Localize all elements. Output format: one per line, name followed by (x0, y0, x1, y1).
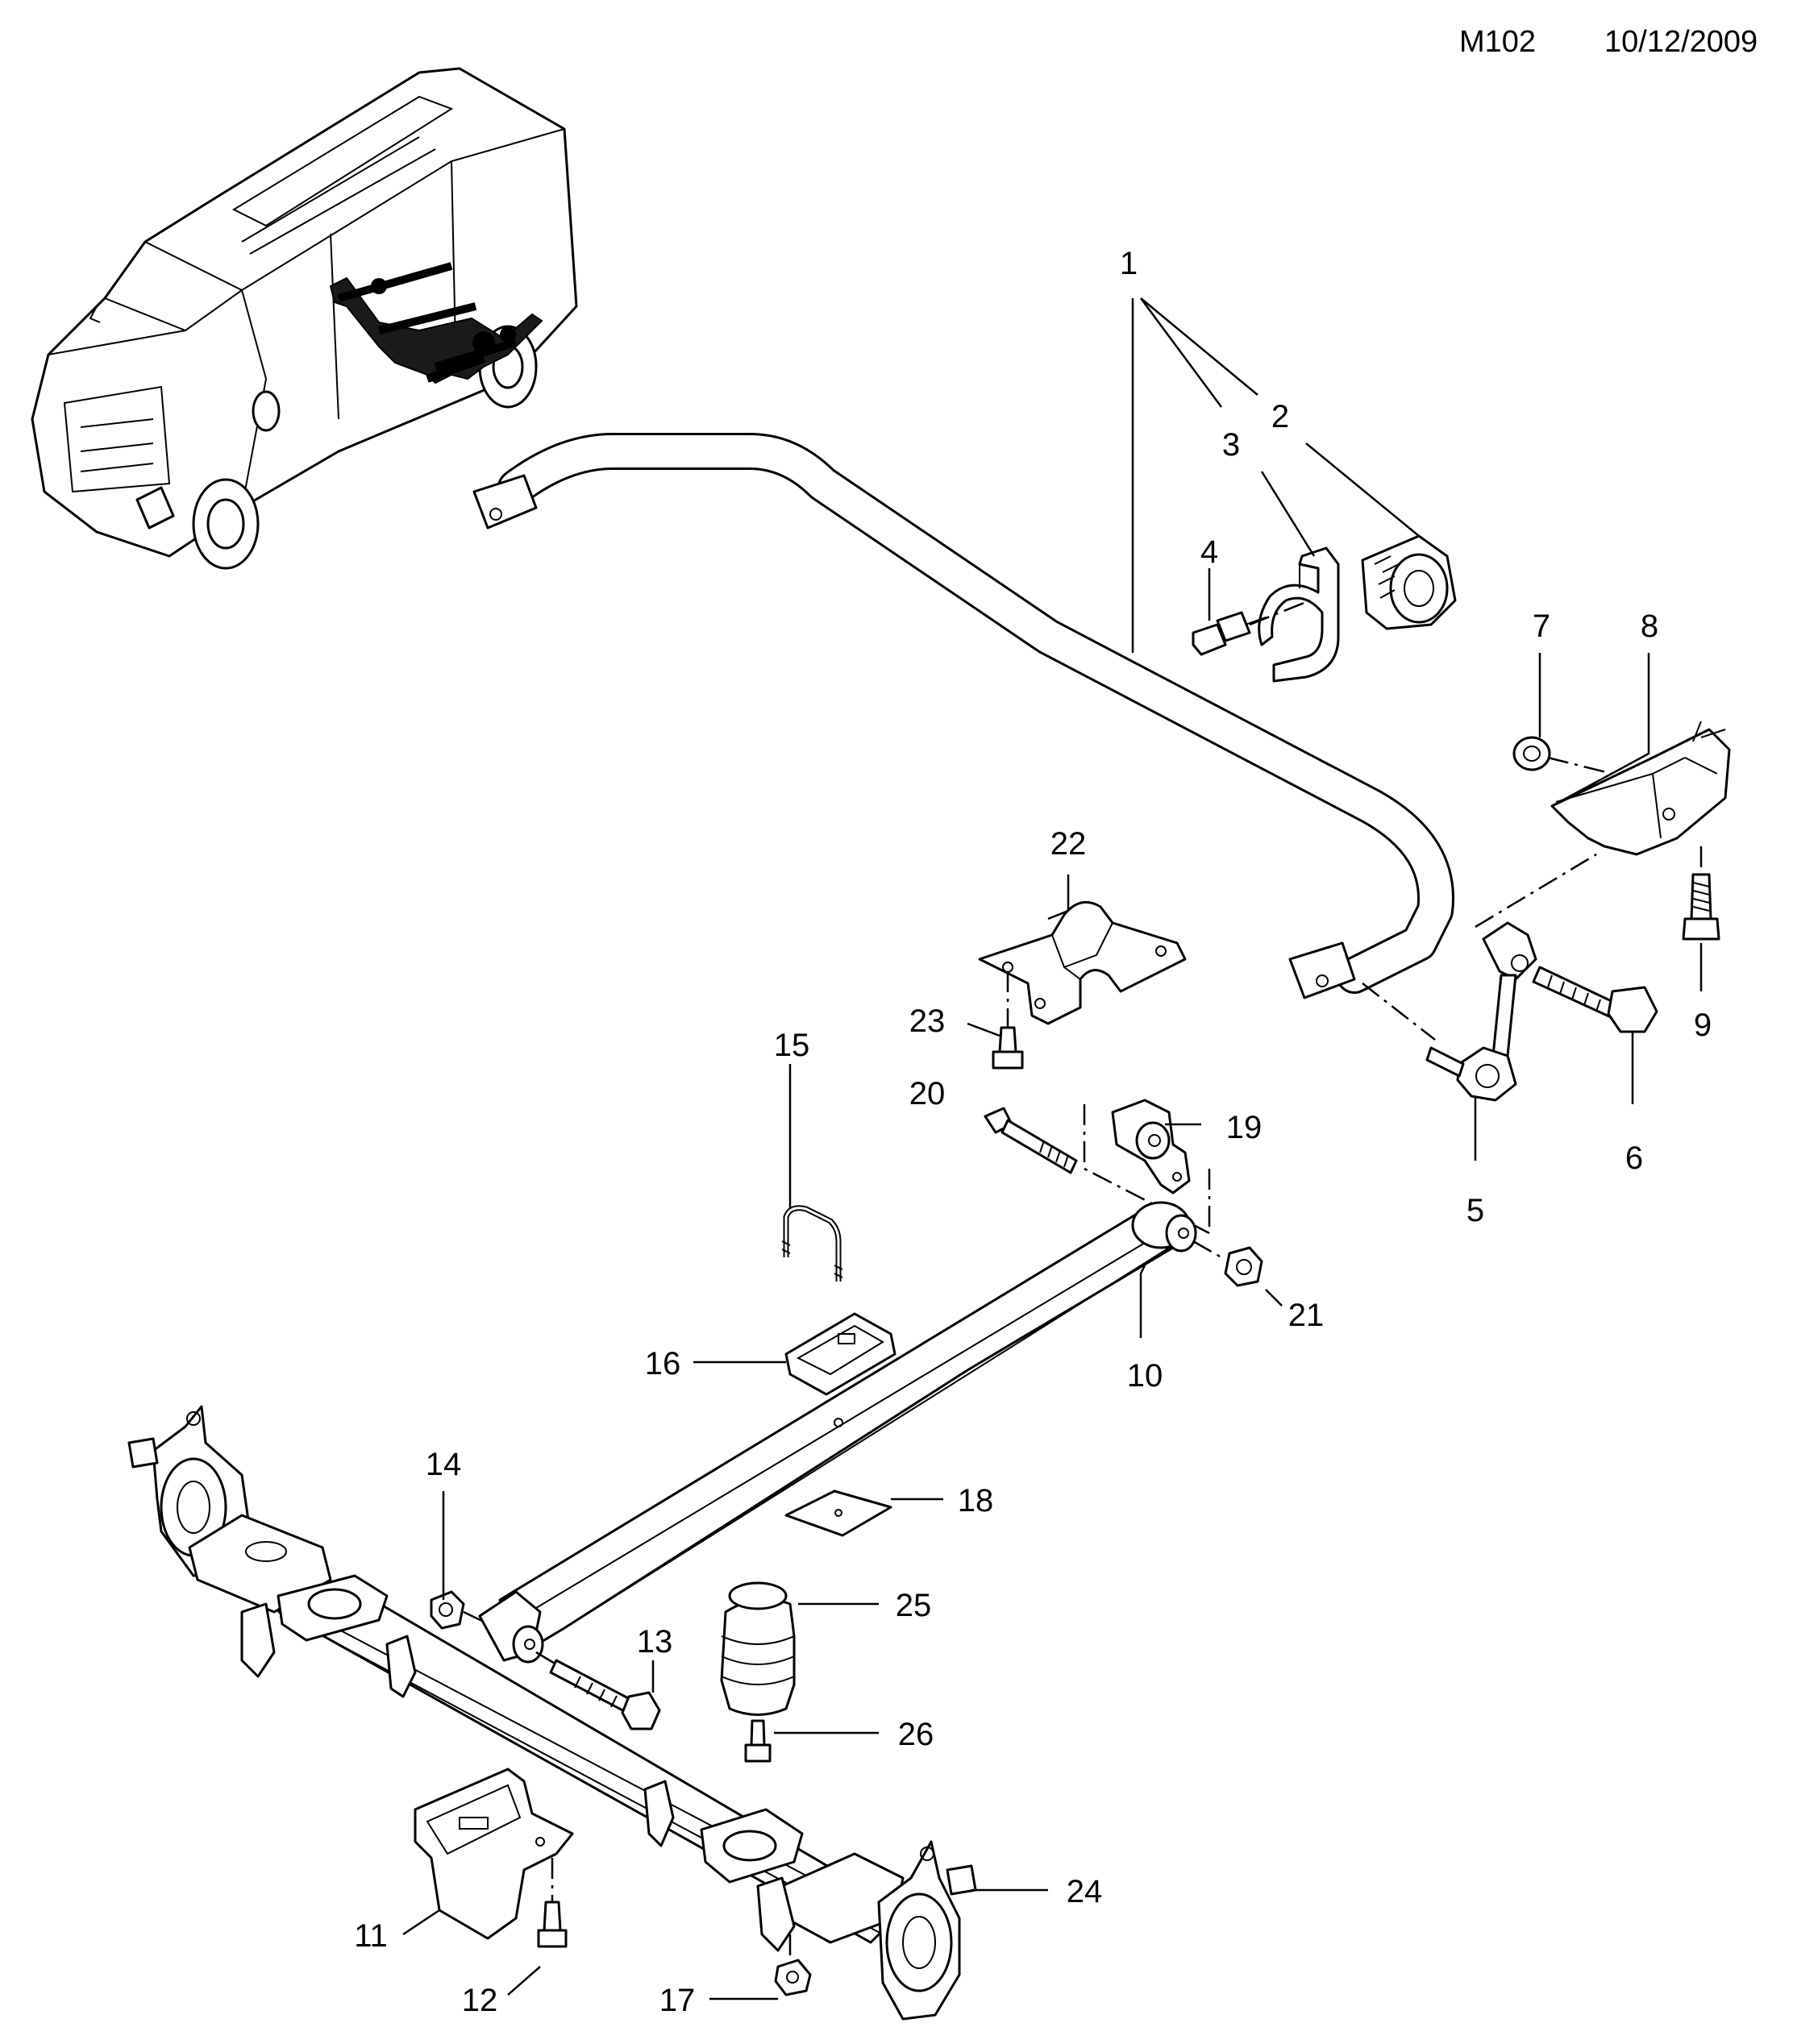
callout-labels: 1 2 3 4 5 6 7 8 9 10 11 12 13 14 15 16 1… (354, 246, 1712, 2018)
part-4-bolt (1192, 599, 1311, 656)
part-6-bolt (1532, 966, 1658, 1033)
callout-21: 21 (1288, 1298, 1325, 1333)
callout-24: 24 (1067, 1874, 1103, 1909)
part-18-shim (784, 1489, 892, 1537)
callout-13: 13 (637, 1624, 673, 1660)
callout-7: 7 (1533, 609, 1550, 644)
part-5-drop-link (1362, 853, 1597, 1102)
part-3-clamp (1258, 546, 1340, 683)
part-24-axle (127, 1405, 977, 2021)
part-15-u-bolt (781, 1205, 843, 1282)
part-20-bolt (984, 1107, 1078, 1174)
callout-2: 2 (1271, 399, 1289, 434)
callout-11: 11 (354, 1918, 388, 1954)
part-25-bump-stop (720, 1581, 796, 1716)
diagram-date: 10/12/2009 (1604, 25, 1758, 59)
van-illustration (31, 67, 578, 570)
part-7-nut (1512, 736, 1551, 771)
callout-10: 10 (1127, 1358, 1163, 1394)
part-12-bolt (537, 1858, 568, 1948)
part-21-nut (1192, 1240, 1263, 1287)
callout-8: 8 (1641, 609, 1658, 644)
part-22-clamp (978, 900, 1187, 1028)
callout-17: 17 (659, 1983, 696, 2018)
callout-9: 9 (1694, 1007, 1712, 1043)
callout-26: 26 (898, 1717, 934, 1752)
callout-6: 6 (1625, 1140, 1643, 1176)
part-19-bracket (1111, 1099, 1191, 1194)
part-1-stabilizer-bar (472, 433, 1454, 999)
callout-14: 14 (426, 1447, 462, 1482)
callout-4: 4 (1200, 534, 1218, 570)
callout-16: 16 (645, 1346, 681, 1381)
part-17-nut (774, 1934, 812, 1996)
part-26-bolt (744, 1719, 772, 1763)
part-13-bolt (535, 1651, 661, 1730)
part-11-bracket (414, 1768, 574, 1940)
callout-22: 22 (1050, 826, 1087, 862)
part-23-bolt (992, 1026, 1024, 1070)
callout-1: 1 (1120, 246, 1138, 281)
callout-25: 25 (896, 1588, 932, 1623)
callout-20: 20 (909, 1076, 946, 1111)
callout-23: 23 (909, 1003, 946, 1039)
part-9-bolt (1682, 846, 1720, 941)
callout-15: 15 (774, 1028, 810, 1063)
part-10-leaf-spring (478, 1201, 1197, 1664)
callout-18: 18 (958, 1483, 994, 1518)
part-2-bushing (1361, 534, 1457, 630)
diagram-code: M102 (1459, 25, 1537, 59)
callout-5: 5 (1466, 1193, 1484, 1228)
leader-lines (402, 297, 1703, 2000)
callout-3: 3 (1222, 427, 1240, 463)
part-16-plate (784, 1312, 896, 1396)
callout-19: 19 (1226, 1110, 1263, 1145)
part-14-nut (430, 1590, 485, 1630)
callout-12: 12 (462, 1983, 498, 2018)
part-8-bracket (1547, 721, 1731, 856)
